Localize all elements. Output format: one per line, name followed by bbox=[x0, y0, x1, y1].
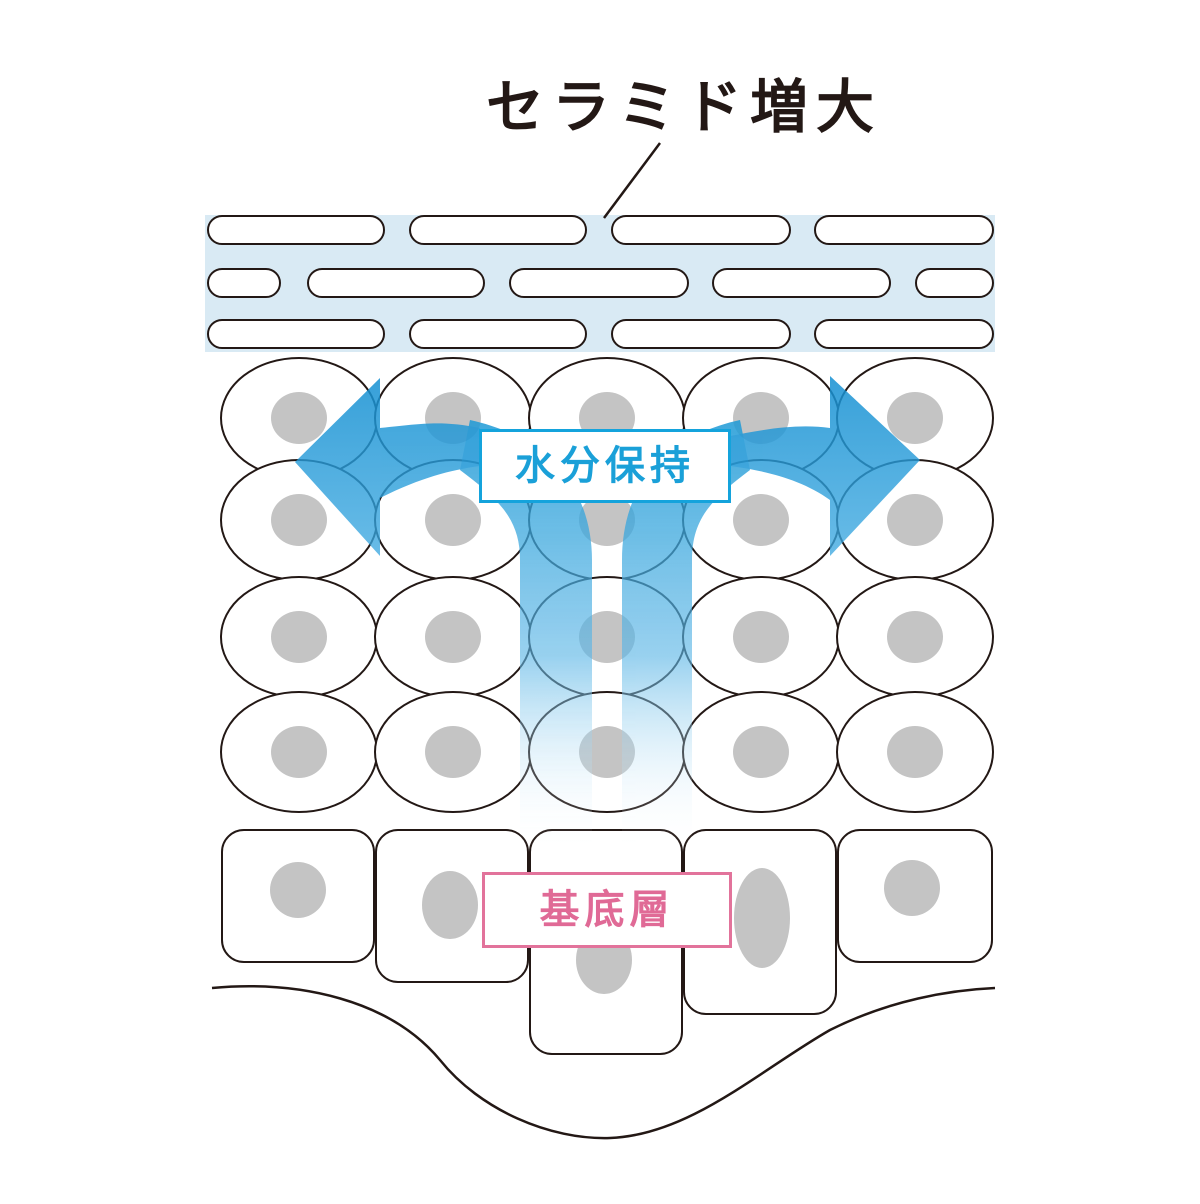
corneocyte bbox=[814, 215, 994, 245]
cell-nucleus bbox=[887, 392, 943, 444]
cell-nucleus bbox=[271, 611, 327, 663]
cell-nucleus bbox=[425, 726, 481, 778]
corneocyte bbox=[712, 268, 891, 298]
cell-nucleus bbox=[270, 862, 326, 918]
cell-nucleus bbox=[887, 726, 943, 778]
cell-nucleus bbox=[734, 868, 790, 968]
cell-nucleus bbox=[887, 494, 943, 546]
cell-nucleus bbox=[579, 726, 635, 778]
cell-nucleus bbox=[271, 494, 327, 546]
cell-nucleus bbox=[733, 726, 789, 778]
cell-nucleus bbox=[271, 392, 327, 444]
cell-nucleus bbox=[733, 611, 789, 663]
corneocyte bbox=[611, 319, 791, 349]
water-arm-right bbox=[730, 376, 920, 556]
water-flow-arrows bbox=[295, 376, 920, 850]
basement-membrane-curve bbox=[211, 985, 996, 1140]
corneocyte bbox=[814, 319, 994, 349]
cell-nucleus bbox=[887, 611, 943, 663]
cell-nucleus bbox=[579, 611, 635, 663]
cell-nucleus bbox=[422, 871, 478, 939]
corneocyte bbox=[611, 215, 791, 245]
corneocyte bbox=[915, 268, 994, 298]
title-ceramide-increase: セラミド増大 bbox=[486, 73, 883, 141]
cell-nucleus bbox=[579, 494, 635, 546]
corneocyte bbox=[409, 215, 587, 245]
water-stem-right bbox=[622, 420, 750, 850]
corneocyte bbox=[307, 268, 485, 298]
title-leader-line bbox=[602, 142, 662, 219]
corneocyte bbox=[509, 268, 689, 298]
cell-nucleus bbox=[884, 860, 940, 916]
corneocyte bbox=[207, 268, 281, 298]
cell-nucleus bbox=[425, 611, 481, 663]
corneocyte bbox=[409, 319, 587, 349]
cell-nucleus bbox=[733, 494, 789, 546]
label-water-retention: 水分保持 bbox=[479, 429, 731, 503]
water-stem-left bbox=[460, 420, 592, 850]
corneocyte bbox=[207, 319, 385, 349]
water-arm-left bbox=[295, 378, 480, 556]
corneocyte bbox=[207, 215, 385, 245]
cell-nucleus bbox=[425, 494, 481, 546]
stratum-corneum bbox=[207, 215, 994, 349]
cell-nucleus bbox=[271, 726, 327, 778]
label-basal-layer: 基底層 bbox=[482, 872, 732, 948]
